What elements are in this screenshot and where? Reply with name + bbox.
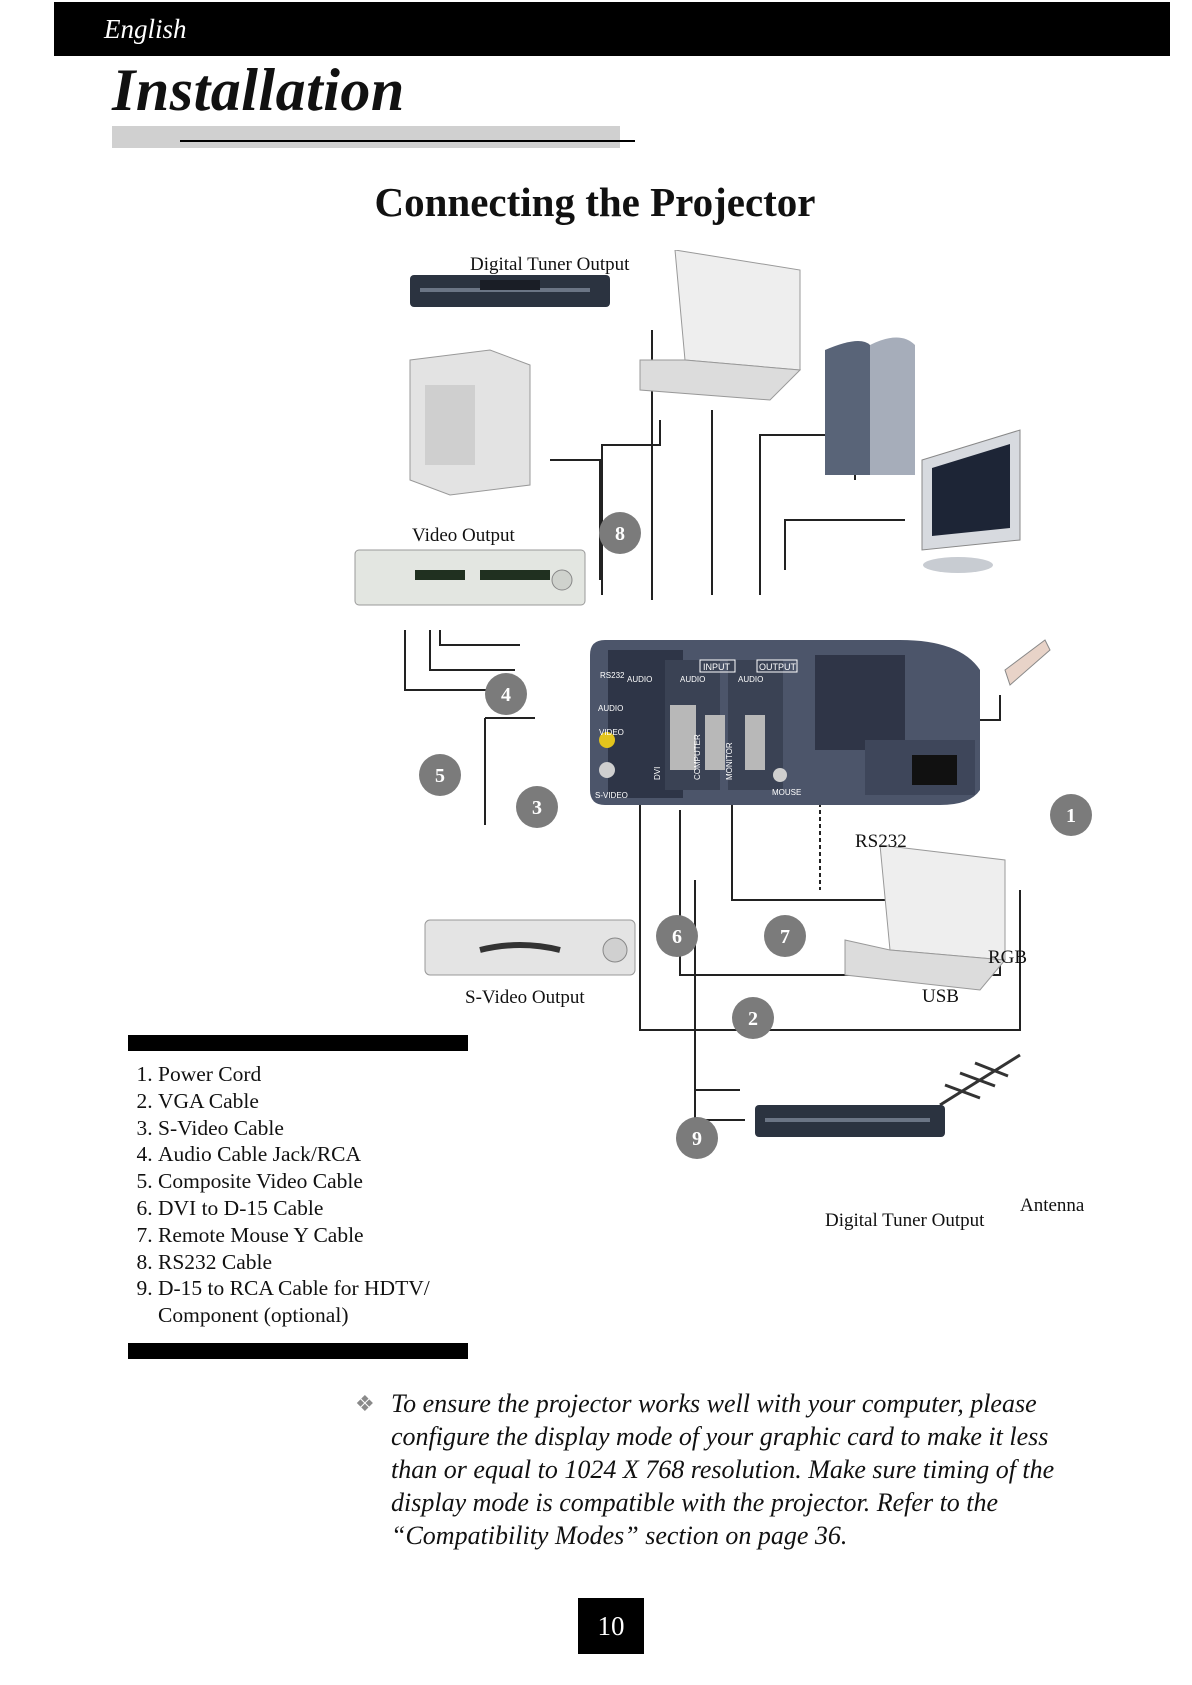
cable-legend: Power Cord VGA Cable S-Video Cable Audio… — [128, 1035, 468, 1359]
note-text: To ensure the projector works well with … — [391, 1389, 1055, 1550]
laptop-bottom — [844, 844, 1006, 991]
title-underline-grey — [112, 126, 620, 148]
panel-s-video-label: S-VIDEO — [595, 791, 628, 800]
legend-item: Composite Video Cable — [158, 1168, 468, 1195]
legend-top-bar — [128, 1035, 468, 1051]
header-bar: English — [54, 2, 1170, 56]
section-title: Installation — [112, 57, 405, 123]
badge-4: 4 — [485, 673, 527, 715]
badge-2: 2 — [732, 997, 774, 1039]
panel-audio-label-2: AUDIO — [680, 675, 705, 684]
panel-labels: INPUT OUTPUT RS232 AUDIO AUDIO AUDIO AUD… — [595, 662, 801, 800]
label-rs232: RS232 — [855, 831, 907, 852]
badge-9: 9 — [676, 1117, 718, 1159]
label-digital-tuner-output-bottom: Digital Tuner Output — [825, 1210, 985, 1231]
legend-list: Power Cord VGA Cable S-Video Cable Audio… — [128, 1061, 468, 1329]
legend-item: Remote Mouse Y Cable — [158, 1222, 468, 1249]
badge-8: 8 — [599, 512, 641, 554]
label-video-output: Video Output — [412, 525, 516, 546]
cable-badges: 1 2 3 4 5 6 7 8 9 — [419, 512, 1092, 1159]
antenna — [939, 1053, 1021, 1107]
panel-dvi-label: DVI — [653, 767, 662, 780]
legend-item: Audio Cable Jack/RCA — [158, 1141, 468, 1168]
language-label: English — [104, 14, 187, 44]
digital-tuner-top — [410, 275, 610, 307]
diamond-bullet-icon: ❖ — [355, 1391, 375, 1416]
svg-text:6: 6 — [672, 926, 682, 948]
svg-text:4: 4 — [501, 684, 511, 706]
projector — [590, 640, 980, 805]
panel-mouse-label: MOUSE — [772, 788, 801, 797]
legend-bottom-bar — [128, 1342, 468, 1359]
panel-video-label: VIDEO — [599, 728, 624, 737]
legend-item: D-15 to RCA Cable for HDTV/ Component (o… — [158, 1275, 468, 1329]
svg-text:9: 9 — [692, 1128, 702, 1150]
svg-text:1: 1 — [1066, 805, 1076, 827]
svg-text:7: 7 — [780, 926, 790, 948]
s-video-player — [424, 919, 636, 976]
power-strip — [1004, 639, 1051, 686]
panel-monitor-label: MONITOR — [725, 742, 734, 780]
panel-computer-label: COMPUTER — [693, 734, 702, 780]
tower-pc — [409, 349, 531, 496]
legend-item: DVI to D-15 Cable — [158, 1195, 468, 1222]
legend-item: RS232 Cable — [158, 1249, 468, 1276]
svg-text:2: 2 — [748, 1008, 758, 1030]
panel-audio-label-3: AUDIO — [738, 675, 763, 684]
svg-text:5: 5 — [435, 765, 445, 787]
connection-diagram: INPUT OUTPUT RS232 AUDIO AUDIO AUDIO AUD… — [354, 250, 1092, 1231]
speakers — [825, 337, 915, 475]
svg-text:3: 3 — [532, 797, 542, 819]
video-player — [354, 549, 586, 606]
label-antenna: Antenna — [1020, 1195, 1085, 1216]
badge-3: 3 — [516, 786, 558, 828]
laptop-top — [639, 250, 802, 401]
legend-item: S-Video Cable — [158, 1115, 468, 1142]
panel-rs232-label: RS232 — [600, 671, 625, 680]
page-heading: Connecting the Projector — [374, 179, 816, 225]
badge-5: 5 — [419, 754, 461, 796]
label-usb: USB — [922, 986, 959, 1007]
diagram-labels: Digital Tuner Output Video Output S-Vide… — [412, 254, 1085, 1231]
legend-item: Power Cord — [158, 1061, 468, 1088]
badge-6: 6 — [656, 915, 698, 957]
digital-tuner-bottom — [755, 1105, 945, 1137]
badge-1: 1 — [1050, 794, 1092, 836]
panel-audio-label-1: AUDIO — [627, 675, 652, 684]
badge-7: 7 — [764, 915, 806, 957]
panel-input-label: INPUT — [703, 662, 731, 672]
title-underline-black — [180, 140, 635, 142]
legend-item: VGA Cable — [158, 1088, 468, 1115]
svg-text:8: 8 — [615, 523, 625, 545]
panel-output-label: OUTPUT — [759, 662, 797, 672]
label-digital-tuner-output-top: Digital Tuner Output — [470, 254, 630, 275]
label-rgb: RGB — [988, 947, 1027, 968]
monitor — [921, 429, 1021, 573]
page-number: 10 — [578, 1598, 644, 1654]
panel-audio-label-left: AUDIO — [598, 704, 623, 713]
resolution-note: ❖ To ensure the projector works well wit… — [355, 1387, 1095, 1552]
label-s-video-output: S-Video Output — [465, 987, 585, 1008]
